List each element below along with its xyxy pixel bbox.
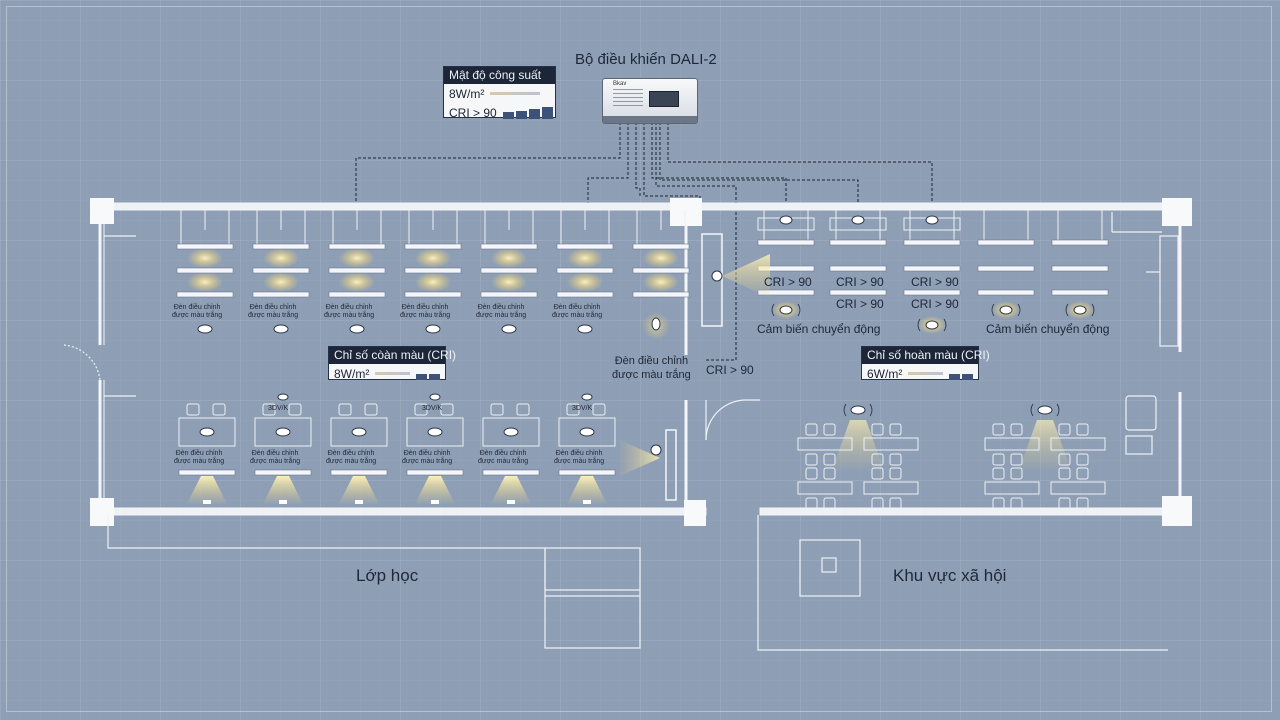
top-row-luminaires	[176, 210, 690, 334]
motion-sensor-right-1	[771, 301, 801, 319]
central-motion-sensor	[642, 312, 670, 340]
controller-brand: Bkav	[613, 81, 627, 87]
cri-label-b1: CRI > 90	[836, 275, 884, 289]
right-luminaire-1	[757, 210, 815, 296]
motion-sensor-right-2	[917, 316, 947, 334]
top-note-6: Đèn điều chỉnh được màu trắng	[552, 304, 603, 319]
wall-columns	[90, 198, 1192, 526]
power-density-row-1: 8W/m²	[444, 84, 555, 103]
wall-luminaire-corridor	[701, 233, 770, 327]
power-density-bar-2	[515, 110, 527, 119]
top-note-2: Đèn điều chỉnh được màu trắng	[248, 304, 299, 319]
pendant-luminaire-7	[632, 210, 690, 298]
cri-card-left: Chỉ số còàn màu (CRI) 8W/m²	[328, 346, 456, 383]
cri-card-left-value: 8W/m²	[334, 366, 370, 381]
pendant-luminaire-3	[328, 210, 386, 298]
drawing-frame	[6, 6, 1272, 712]
top-note-5: Đèn điều chỉnh được màu trắng	[476, 304, 527, 319]
bottom-note-2: Đèn điều chỉnh được màu trắng	[250, 450, 301, 465]
desk-cluster-2	[254, 393, 312, 504]
right-row-luminaires	[757, 210, 1109, 334]
desk-cluster-4	[406, 393, 464, 504]
bottom-note-3: Đèn điều chỉnh được màu trắng	[326, 450, 377, 465]
pendant-luminaire-6	[556, 210, 614, 298]
dali-wiring	[355, 122, 933, 361]
cri-card-left-row: 8W/m²	[329, 364, 445, 383]
ceiling-sensor-top-3	[349, 324, 365, 334]
cri-label-c2: CRI > 90	[911, 297, 959, 311]
controller-terminal-rail	[603, 116, 697, 123]
desk-cluster-3	[330, 403, 388, 504]
bottom-tag-3: 3DV/K	[572, 405, 593, 412]
bottom-note-5: Đèn điều chỉnh được màu trắng	[478, 450, 529, 465]
power-density-cri: CRI > 90	[449, 105, 497, 120]
cri-card-left-bars	[416, 368, 440, 380]
right-luminaire-4	[977, 210, 1035, 296]
wall-luminaire-classroom	[620, 429, 677, 501]
motion-sensor-label-left: Cảm biến chuyển động	[757, 322, 881, 336]
top-note-4: Đèn điều chỉnh được màu trắng	[400, 304, 451, 319]
ceiling-sensor-top-4	[425, 324, 441, 334]
desk-cluster-1	[178, 403, 236, 504]
ceiling-sensor-top-6	[577, 324, 593, 334]
cri-card-right-gradient	[908, 372, 943, 375]
power-density-card: Mật độ công suất 8W/m² CRI > 90	[443, 66, 556, 120]
bottom-row-luminaires	[178, 393, 616, 504]
cri-label-b2: CRI > 90	[836, 297, 884, 311]
social-area-furniture	[797, 403, 1106, 510]
cri-label-a1: CRI > 90	[764, 275, 812, 289]
right-luminaire-2	[829, 210, 887, 296]
room-label-classroom: Lớp học	[356, 566, 419, 585]
controller-text-panel	[613, 89, 643, 107]
cri-card-left-gradient	[375, 372, 410, 375]
power-density-bar-3	[528, 108, 540, 119]
motion-sensor-right-3	[991, 301, 1021, 319]
ceiling-sensor-top-1	[197, 324, 213, 334]
power-density-header: Mật độ công suất	[444, 67, 555, 84]
right-luminaire-3	[903, 210, 961, 296]
ceiling-sensor-top-2	[273, 324, 289, 334]
controller-display	[649, 91, 679, 107]
top-note-3: Đèn điều chỉnh được màu trắng	[324, 304, 375, 319]
bottom-note-6: Đèn điều chỉnh được màu trắng	[554, 450, 605, 465]
power-density-bars	[502, 106, 553, 119]
power-density-value: 8W/m²	[449, 86, 485, 101]
power-density-bar-4	[541, 106, 553, 119]
top-note-1: Đèn điều chỉnh được màu trắng	[172, 304, 223, 319]
motion-sensor-right-4	[1065, 301, 1095, 319]
bottom-tag-1: 3DV/K	[268, 405, 289, 412]
power-density-row-2: CRI > 90	[444, 103, 555, 122]
cri-card-right: Chỉ số hoàn màu (CRI) 6W/m²	[861, 346, 990, 383]
dali-controller-device: Bkav	[602, 78, 698, 124]
room-outlines	[63, 212, 1179, 651]
social-table-cluster-1	[797, 403, 919, 510]
motion-sensor-label-right: Cảm biến chuyển động	[986, 322, 1110, 336]
center-luminaire-note: Đèn điều chỉnh được màu trắng	[612, 355, 691, 381]
social-table-cluster-2	[984, 403, 1106, 510]
pendant-luminaire-5	[480, 210, 538, 298]
power-density-bar-1	[502, 111, 514, 119]
pendant-luminaire-4	[404, 210, 462, 298]
room-label-social: Khu vực xã hội	[893, 566, 1007, 585]
controller-title: Bộ điều khiển DALI-2	[575, 51, 717, 68]
power-density-gradient	[490, 92, 541, 95]
pendant-luminaire-1	[176, 210, 234, 298]
desk-cluster-5	[482, 403, 540, 504]
cri-card-right-row: 6W/m²	[862, 364, 978, 383]
cri-label-c1: CRI > 90	[911, 275, 959, 289]
bottom-note-4: Đèn điều chỉnh được màu trắng	[402, 450, 453, 465]
bottom-note-1: Đèn điều chỉnh được màu trắng	[174, 450, 225, 465]
cri-card-right-value: 6W/m²	[867, 366, 903, 381]
cri-label-corridor: CRI > 90	[706, 363, 754, 377]
cri-card-right-header: Chỉ số hoàn màu (CRI)	[862, 347, 990, 364]
pendant-luminaire-2	[252, 210, 310, 298]
ceiling-sensor-top-5	[501, 324, 517, 334]
desk-cluster-6	[558, 393, 616, 504]
cri-card-right-bars	[949, 368, 973, 380]
right-luminaire-5	[1051, 210, 1109, 296]
bottom-tag-2: 3DV/K	[422, 405, 443, 412]
cri-card-left-header: Chỉ số còàn màu (CRI)	[329, 347, 456, 364]
